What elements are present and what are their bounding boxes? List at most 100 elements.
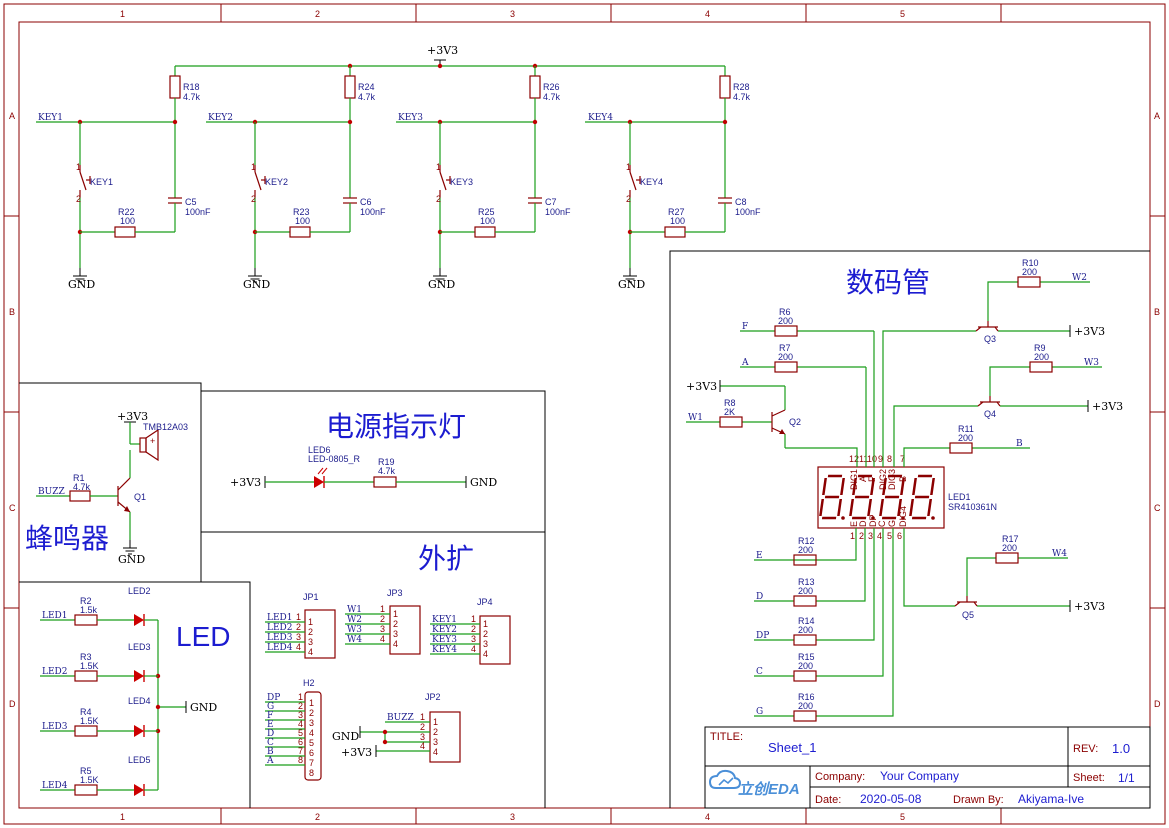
- date-value: 2020-05-08: [860, 792, 922, 806]
- header-h2: H2 DP G F E D C B A 1 2 3 4 5 6 7 8 1 2: [265, 678, 322, 781]
- pin-name: 1: [308, 617, 313, 627]
- transistor-q3-ref: Q3: [984, 334, 996, 344]
- frame-col-1: 1: [120, 9, 125, 19]
- seven-seg-display: [817, 466, 945, 529]
- pin-number: 1: [298, 692, 303, 702]
- net-key3: KEY3: [398, 113, 423, 123]
- pin-number: 3: [868, 531, 873, 541]
- res-r22-ref: R22: [118, 207, 135, 217]
- section-title-expansion: 外扩: [418, 543, 474, 574]
- pin-number: 4: [471, 644, 476, 654]
- key-circuit-4: GND KEY4 R28 4.7k KEY4 R27 100 C8 100nF …: [585, 66, 761, 291]
- led-row-4: LED4 R5 1.5K LED5: [40, 755, 158, 796]
- pin-name: DIG1: [849, 469, 859, 490]
- pin-name: 4: [433, 747, 438, 757]
- digit-segments: [819, 474, 935, 520]
- sheet-label: Sheet:: [1073, 772, 1105, 784]
- res-r10-ref: R10: [1022, 258, 1039, 268]
- res-r5-ref: R5: [80, 766, 92, 776]
- gnd-label-key3: GND: [428, 278, 455, 291]
- res-r10-val: 200: [1022, 267, 1037, 277]
- transistor-q4: Q4: [977, 396, 1001, 419]
- pin-name: 4: [308, 647, 313, 657]
- frame-row-c: C: [9, 503, 16, 513]
- net-label: LED3: [267, 633, 293, 643]
- gnd-label-leds: GND: [190, 701, 217, 714]
- led-row-3: LED3 R4 1.5K LED4: [40, 696, 158, 737]
- net-label: W3: [347, 625, 362, 635]
- led2-ref: LED2: [128, 586, 151, 596]
- res-r2-val: 1.5k: [80, 605, 98, 615]
- res-r22-val: 100: [120, 216, 135, 226]
- res-r6-ref: R6: [779, 307, 791, 317]
- title-block: TITLE: REV: Company: Sheet: Date: Drawn …: [704, 726, 1151, 809]
- pin-name: B: [898, 476, 908, 482]
- vcc-label-q2: +3V3: [686, 380, 717, 393]
- pin-number: 1: [380, 604, 385, 614]
- switch-key2-ref: KEY2: [265, 177, 288, 187]
- pin-name: E: [849, 521, 859, 527]
- pin-number: 1: [420, 712, 425, 722]
- pin-number: 5: [887, 531, 892, 541]
- title-value: Sheet_1: [768, 740, 816, 755]
- net-label: C: [267, 738, 274, 748]
- svg-text:1: 1: [436, 162, 441, 172]
- cap-c5-val: 100nF: [185, 207, 211, 217]
- pin-name: F: [867, 476, 877, 482]
- cap-c7-ref: C7: [545, 197, 557, 207]
- net-e: E: [756, 551, 763, 561]
- net-w2: W2: [1072, 273, 1087, 283]
- led5-ref: LED5: [128, 755, 151, 765]
- pin-name: 4: [309, 728, 314, 738]
- svg-text:+: +: [150, 436, 155, 446]
- res-r5-val: 1.5K: [80, 775, 99, 785]
- pin-name: 4: [483, 649, 488, 659]
- led-section: LED GND LED1 R2 1.5k LED2 LED2 R3: [40, 586, 230, 796]
- sheet-value: 1/1: [1118, 771, 1135, 785]
- res-r3-ref: R3: [80, 652, 92, 662]
- pin-number: 4: [298, 719, 303, 729]
- title-label: TITLE:: [710, 731, 743, 743]
- display-top-pins: 12 11 10 9 8 7 DIG1 A F DIG2 DIG3 B: [849, 454, 908, 490]
- pin-number: 2: [420, 722, 425, 732]
- transistor-q2: Q2: [771, 409, 801, 435]
- frame-col-1b: 1: [120, 812, 125, 822]
- res-r14-val: 200: [798, 625, 813, 635]
- net-led2: LED2: [42, 667, 68, 677]
- res-r14-ref: R14: [798, 616, 815, 626]
- pin-number: 6: [298, 737, 303, 747]
- pin-name: 7: [309, 758, 314, 768]
- cap-c5-ref: C5: [185, 197, 197, 207]
- frame-col-5b: 5: [900, 812, 905, 822]
- net-label: D: [267, 729, 274, 739]
- res-r1-val: 4.7k: [73, 482, 91, 492]
- net-w4: W4: [1052, 549, 1067, 559]
- net-d: D: [756, 592, 763, 602]
- frame-col-4: 4: [705, 9, 710, 19]
- display-section: 数码管 LED1 SR410361N 12 11 10: [686, 258, 1123, 722]
- pin-number: 1: [471, 614, 476, 624]
- sheet-frame: 1 2 3 4 5 1 2 3 4 5 A B C D A B C D: [3, 3, 1166, 825]
- pin-name: 3: [433, 737, 438, 747]
- company-value: Your Company: [880, 769, 959, 783]
- net-label: E: [267, 720, 274, 730]
- pin-number: 7: [298, 746, 303, 756]
- header-jp2: JP2 BUZZ GND +3V3 1 2 3 4 1 2 3 4: [332, 692, 461, 763]
- cap-c8-ref: C8: [735, 197, 747, 207]
- section-title-power-led: 电源指示灯: [326, 411, 466, 442]
- led-row-1: LED1 R2 1.5k LED2: [40, 586, 158, 626]
- res-r11-val: 200: [958, 433, 973, 443]
- net-g: G: [756, 707, 763, 717]
- res-r1-ref: R1: [73, 473, 85, 483]
- pin-number: 8: [298, 755, 303, 765]
- section-title-display: 数码管: [846, 267, 930, 298]
- net-b: B: [1016, 439, 1023, 449]
- rev-value: 1.0: [1112, 741, 1130, 756]
- junction: [437, 63, 443, 69]
- header-jp4-ref: JP4: [477, 597, 493, 607]
- res-r15-ref: R15: [798, 652, 815, 662]
- pin-number: 5: [298, 728, 303, 738]
- section-title-buzzer: 蜂鸣器: [25, 523, 109, 554]
- vcc-label-q5: +3V3: [1074, 600, 1105, 613]
